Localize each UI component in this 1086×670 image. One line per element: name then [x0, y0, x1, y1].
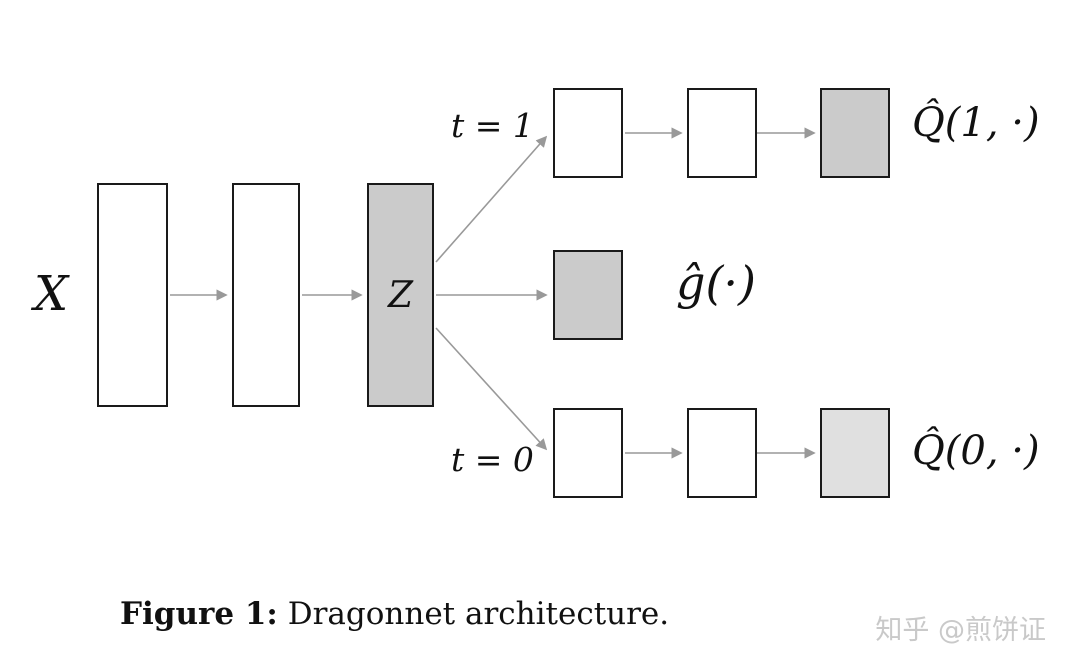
- shared-layer-1-box: [97, 183, 168, 407]
- t0-output-box: [820, 408, 890, 498]
- g-hat-label: ĝ(·): [676, 256, 756, 310]
- figure-caption-number: Figure 1:: [120, 596, 278, 632]
- propensity-head-box: [553, 250, 623, 340]
- q-hat-1-label: Q̂(1, ·): [912, 100, 1040, 146]
- arrow-z-to-t1-branch: [435, 135, 548, 263]
- q-hat-0-label: Q̂(0, ·): [912, 428, 1040, 474]
- t1-hidden-layer-1-box: [553, 88, 623, 178]
- t1-output-box: [820, 88, 890, 178]
- representation-z-box: Z: [367, 183, 434, 407]
- z-label: Z: [387, 274, 413, 316]
- t-equals-1-label: t = 1: [451, 106, 534, 145]
- t1-hidden-layer-2-box: [687, 88, 757, 178]
- figure-caption: Figure 1: Dragonnet architecture.: [120, 596, 669, 632]
- input-x-label: X: [34, 266, 69, 322]
- zhihu-watermark: 知乎 @煎饼证: [875, 615, 1046, 646]
- shared-layer-2-box: [232, 183, 300, 407]
- t0-hidden-layer-2-box: [687, 408, 757, 498]
- t-equals-0-label: t = 0: [451, 440, 534, 479]
- figure-caption-text: Dragonnet architecture.: [277, 596, 670, 632]
- t0-hidden-layer-1-box: [553, 408, 623, 498]
- arrow-z-to-t0-branch: [435, 327, 548, 451]
